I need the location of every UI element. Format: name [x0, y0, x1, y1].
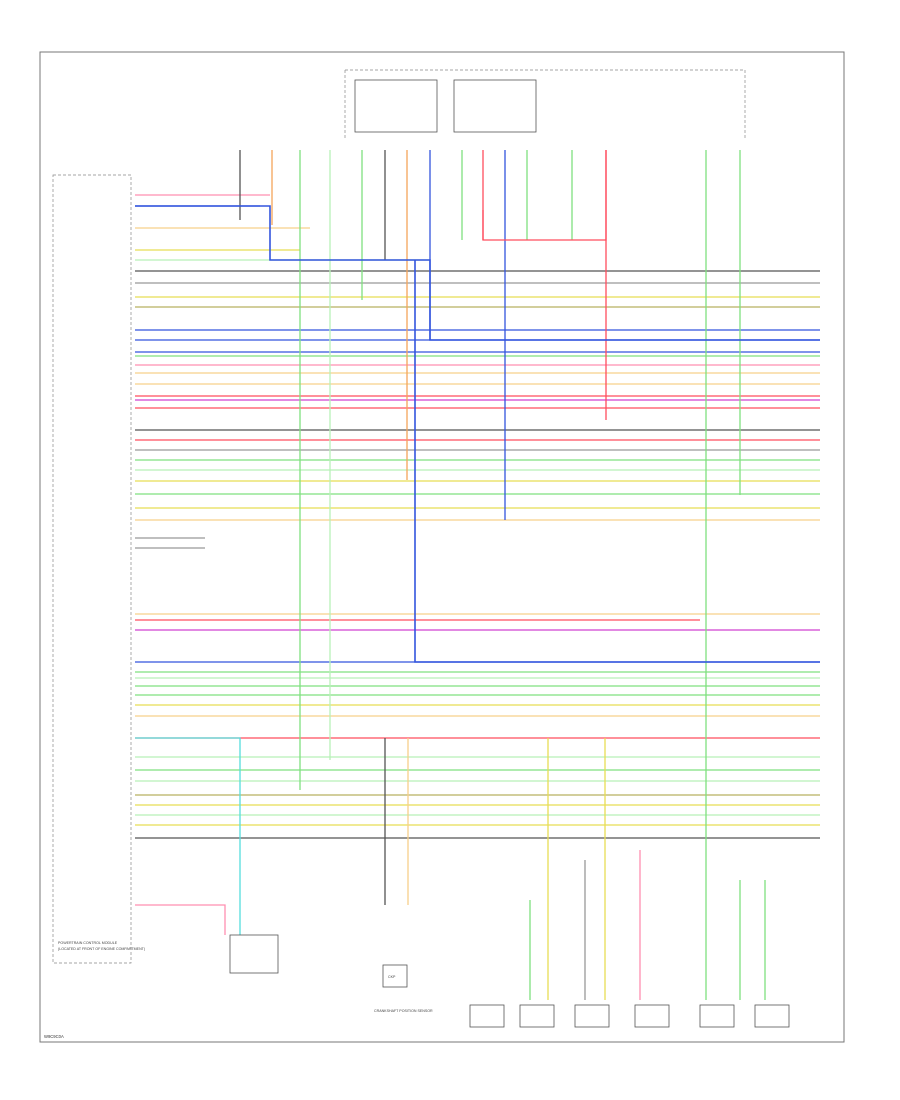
pcm-caption: POWERTRAIN CONTROL MODULE: [58, 941, 118, 945]
injector-group: [469, 1004, 790, 1028]
pcm-caption-note: (LOCATED AT FRONT OF ENGINE COMPARTMENT): [58, 947, 145, 951]
diagram-frame: [39, 51, 845, 1043]
crankshaft-sensor-label: CKP: [388, 975, 396, 979]
injector-box: [469, 1004, 505, 1028]
relay-box-1: [354, 79, 438, 133]
pcm-module-box: [52, 174, 132, 964]
diagram-code-label: W9C9C0A: [44, 1034, 64, 1039]
injector-box: [699, 1004, 735, 1028]
injector-box: [634, 1004, 670, 1028]
red-loop: [482, 150, 607, 241]
cyan-wire: [135, 737, 241, 935]
crankshaft-sensor-box: [382, 964, 408, 988]
injector-box: [754, 1004, 790, 1028]
top-harness-bracket: [344, 69, 746, 140]
blue-bus: [135, 205, 820, 341]
transmission-connector-box: [229, 934, 279, 974]
injector-box: [574, 1004, 610, 1028]
crankshaft-sensor-caption: CRANKSHAFT POSITION SENSOR: [374, 1009, 433, 1013]
blue-bus-lower: [414, 260, 820, 663]
relay-box-2: [453, 79, 537, 133]
injector-box: [519, 1004, 555, 1028]
wire-group: [135, 150, 820, 1000]
pink-wire: [135, 904, 226, 935]
